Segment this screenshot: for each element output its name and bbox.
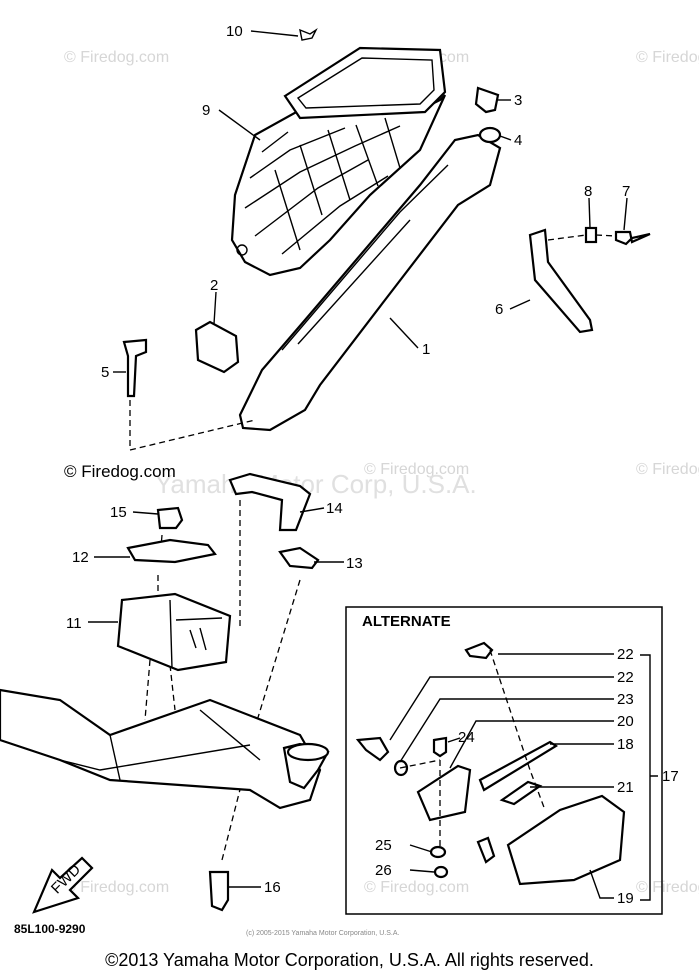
watermark-firedog: © Firedog.com xyxy=(364,879,469,896)
watermark-firedog: © Firedog.com xyxy=(636,879,699,896)
callout-11: 11 xyxy=(66,615,82,632)
part-21-clip xyxy=(499,780,543,806)
callout-16: 16 xyxy=(264,879,281,896)
part-3-bolt xyxy=(474,86,500,114)
part-7-screw xyxy=(614,230,651,246)
watermark-firedog: © Firedog.com xyxy=(636,49,699,66)
callout-23: 23 xyxy=(617,691,634,708)
watermark-firedog: © Firedog.com xyxy=(64,879,169,896)
alternate-box: ALTERNATE xyxy=(345,606,663,915)
callout-14: 14 xyxy=(326,500,343,517)
callout-7: 7 xyxy=(622,183,630,200)
watermark-firedog: © Firedog.com xyxy=(636,461,699,478)
watermark-layer: © Firedog.com © Firedog.com © Firedog.co… xyxy=(64,49,699,896)
callout-13: 13 xyxy=(346,555,363,572)
fineprint-copyright: (c) 2005-2015 Yamaha Motor Corporation, … xyxy=(246,930,400,937)
part-22-screw xyxy=(464,641,494,660)
callout-26: 26 xyxy=(375,862,392,879)
callout-8: 8 xyxy=(584,183,592,200)
part-26-nut xyxy=(433,865,449,879)
part-4-nut xyxy=(478,126,502,144)
part-19-bolt xyxy=(476,836,496,864)
part-code: 85L100-9290 xyxy=(14,922,86,936)
watermark-yamaha: Yamaha Motor Corp, U.S.A. xyxy=(155,469,477,499)
frame-section xyxy=(0,688,330,810)
callout-9: 9 xyxy=(202,102,210,119)
part-18-stay xyxy=(478,740,559,792)
part-1-plate xyxy=(238,133,502,432)
part-8-collar xyxy=(584,226,598,244)
callout-21: 21 xyxy=(617,779,634,796)
part-20-bracket xyxy=(416,764,472,822)
part-24-bolt xyxy=(432,736,448,758)
callout-24: 24 xyxy=(458,729,475,746)
callout-19: 19 xyxy=(617,890,634,907)
callout-6: 6 xyxy=(495,301,503,318)
part-2-grommet xyxy=(194,320,240,374)
callout-25: 25 xyxy=(375,837,392,854)
part-19-case xyxy=(506,794,626,886)
callout-20: 20 xyxy=(617,713,634,730)
callout-22: 22 xyxy=(617,646,634,663)
part-14-clamp xyxy=(228,472,312,532)
alternate-label: ALTERNATE xyxy=(362,613,451,630)
callout-2: 2 xyxy=(210,277,218,294)
part-22-screw xyxy=(355,736,390,762)
watermark-firedog: © Firedog.com xyxy=(64,49,169,66)
callout-labels: 10 9 3 4 8 7 2 6 1 5 14 15 12 13 11 16 2… xyxy=(66,23,679,907)
leader-lines xyxy=(88,30,628,899)
watermark-firedog: © Firedog.com xyxy=(364,461,469,478)
callout-5: 5 xyxy=(101,364,109,381)
callout-15: 15 xyxy=(110,504,127,521)
part-15-damper xyxy=(156,506,184,530)
callout-12: 12 xyxy=(72,549,89,566)
callout-18: 18 xyxy=(617,736,634,753)
part-25-damper xyxy=(429,845,447,859)
watermark-firedog-main: © Firedog.com xyxy=(64,462,176,481)
callout-22: 22 xyxy=(617,669,634,686)
callout-1: 1 xyxy=(422,341,430,358)
part-16-bolt xyxy=(208,870,230,912)
part-6-bracket xyxy=(528,228,594,334)
part-10-frame xyxy=(283,27,447,120)
callout-10: 10 xyxy=(226,23,243,40)
footer-copyright: ©2013 Yamaha Motor Corporation, U.S.A. A… xyxy=(105,950,594,970)
part-5-bolt xyxy=(122,338,148,398)
part-13-clip xyxy=(278,546,320,570)
part-12-bracket xyxy=(126,538,217,564)
callout-3: 3 xyxy=(514,92,522,109)
part-11-battery xyxy=(116,592,232,672)
callout-4: 4 xyxy=(514,132,522,149)
callout-17: 17 xyxy=(662,768,679,785)
